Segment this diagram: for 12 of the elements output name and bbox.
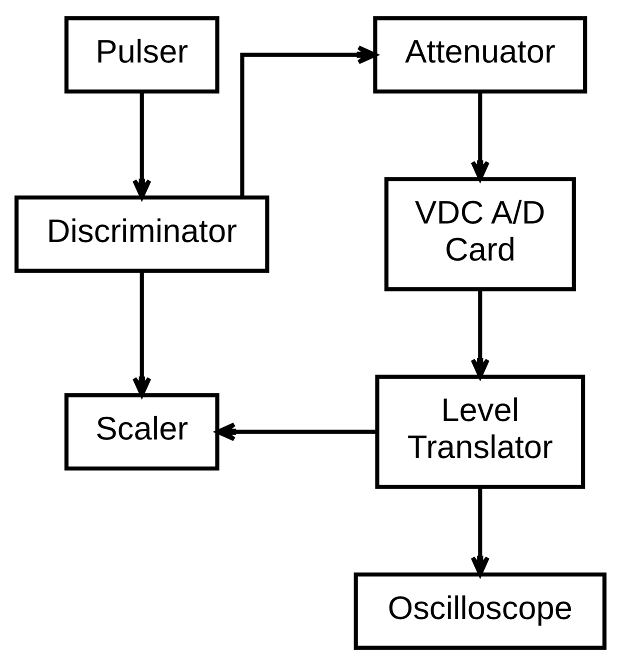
node-box: Level Translator xyxy=(375,374,586,488)
node-box: Scaler xyxy=(64,392,220,470)
node-box: Attenuator xyxy=(373,16,588,94)
arrow xyxy=(240,44,378,197)
node-box: VDC A/D Card xyxy=(384,176,576,291)
node-box: Oscilloscope xyxy=(354,572,606,650)
node-box: Pulser xyxy=(64,16,220,94)
arrow xyxy=(470,91,490,180)
arrow xyxy=(470,487,490,576)
arrow xyxy=(132,91,152,199)
arrow xyxy=(216,422,377,441)
node-box: Discriminator xyxy=(14,194,270,272)
